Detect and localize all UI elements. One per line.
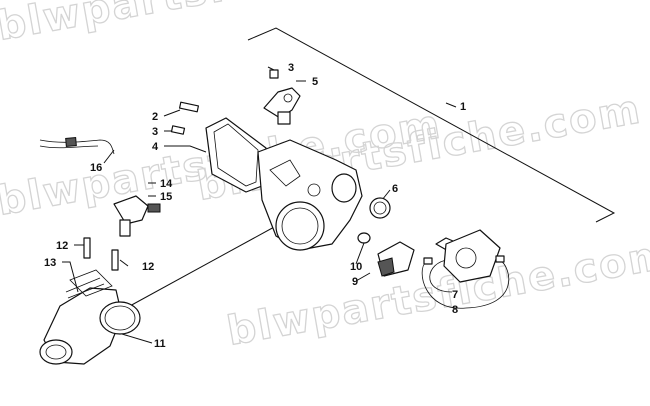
- label-14: 14: [160, 178, 173, 190]
- small-ring-part: [357, 232, 371, 244]
- hose-clamp-part: [99, 301, 141, 335]
- label-12a: 12: [56, 240, 68, 252]
- label-13: 13: [44, 257, 56, 269]
- label-11: 11: [154, 338, 166, 350]
- screws: [170, 101, 200, 135]
- label-6: 6: [392, 183, 398, 195]
- label-3a: 3: [288, 62, 294, 74]
- label-4: 4: [152, 141, 159, 153]
- label-16: 16: [90, 162, 102, 174]
- watermark-row: blwpartsfiche.com: [0, 0, 445, 50]
- throttle-body-part: [257, 139, 363, 251]
- label-10: 10: [350, 261, 362, 273]
- label-12b: 12: [142, 261, 154, 273]
- sensor-part: [263, 69, 301, 125]
- intake-boot-part: [39, 269, 123, 365]
- assembly-bracket: [127, 27, 616, 308]
- o-ring-part: [369, 197, 391, 219]
- label-3b: 3: [152, 126, 158, 138]
- label-5: 5: [312, 76, 318, 88]
- label-2: 2: [152, 111, 158, 123]
- bolts: [83, 237, 119, 271]
- label-15: 15: [160, 191, 172, 203]
- connector-part: [377, 241, 433, 277]
- callout-labels: 3 5 1 2 3 4 16 14 15 6 12 13 12 10 9 7 8…: [44, 62, 466, 350]
- label-1: 1: [460, 101, 466, 113]
- tps-sensor-part: [113, 195, 161, 237]
- cable-part: [39, 137, 115, 155]
- label-8: 8: [452, 304, 458, 316]
- label-7: 7: [452, 289, 458, 301]
- watermark-row: blwpartsfiche.com: [224, 231, 650, 354]
- label-9: 9: [352, 276, 358, 288]
- idle-valve-part: [435, 229, 505, 283]
- leader-lines: [62, 66, 510, 344]
